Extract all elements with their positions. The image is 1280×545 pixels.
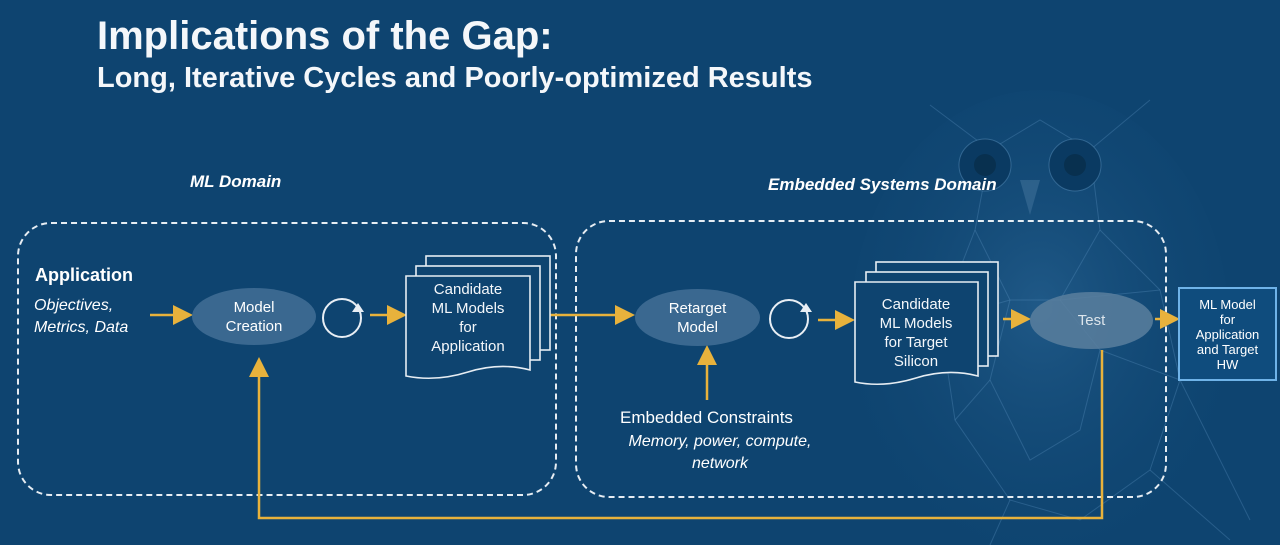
refresh-cycle-icon [769,299,809,339]
candidate-doc-stack-silicon [854,261,999,386]
slide-title: Implications of the Gap: [97,14,553,58]
candidate-doc-stack-ml [405,255,551,380]
output-ml-model-box: ML Model for Application and Target HW [1178,287,1277,381]
feedback-loop-arrow [249,350,1104,520]
slide-subtitle: Long, Iterative Cycles and Poorly-optimi… [97,62,813,94]
candidate-models-application-label: Candidate ML Models for Application [431,281,505,355]
embedded-domain-box [575,220,1167,498]
test-node: Test [1030,292,1153,349]
embedded-constraints-subtitle: Memory, power, compute, network [628,433,812,472]
application-title: Application [35,265,133,285]
ml-domain-label: ML Domain [190,172,282,191]
embedded-domain-label: Embedded Systems Domain [768,175,997,194]
retarget-model-node: Retarget Model [635,289,760,346]
application-subtitle: Objectives, Metrics, Data [34,297,129,336]
ml-domain-box [17,222,557,496]
candidate-models-silicon-label: Candidate ML Models for Target Silicon [879,296,953,370]
model-creation-node: Model Creation [192,288,316,345]
embedded-constraints-title: Embedded Constraints [620,408,793,427]
refresh-cycle-icon [322,298,362,338]
